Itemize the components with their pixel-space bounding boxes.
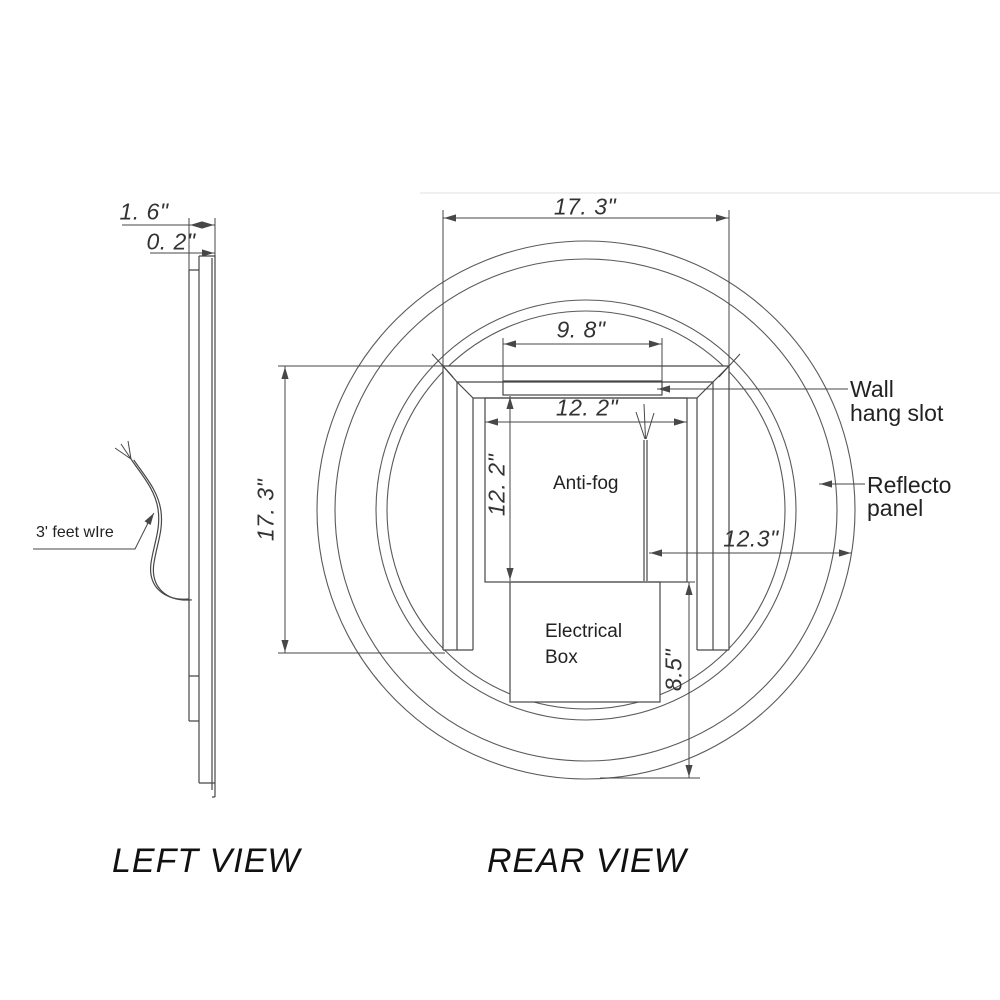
electrical-box-label-line1: Electrical [545, 621, 623, 642]
reflector-panel-label-line2: panel [867, 495, 924, 521]
electrical-box-label-line2: Box [545, 647, 578, 668]
left-bracket [442, 366, 474, 651]
wire-label: 3' feet wIre [36, 524, 114, 541]
wall-hang-slot-label-line2: hang slot [850, 400, 944, 426]
reflector-panel-label-line1: Reflecto [867, 472, 952, 498]
dim-panel-width: 12. 2" [555, 394, 619, 421]
right-bracket [696, 366, 730, 651]
dim-side-height: 17. 3" [252, 478, 279, 542]
anti-fog-label: Anti-fog [553, 473, 619, 494]
dim-box-to-bottom: 8.5" [660, 648, 687, 692]
wire-strands [114, 440, 132, 460]
rear-wire [643, 440, 648, 581]
wall-hang-slot-label-line1: Wall [850, 376, 894, 402]
power-wire-2 [133, 459, 192, 601]
wire-leader-line [33, 520, 150, 550]
dim-total-depth: 1. 6" [119, 198, 169, 225]
dim-top-width: 17. 3" [553, 193, 617, 220]
left-view-caption: LEFT VIEW [112, 842, 301, 880]
dim-glass-thickness: 0. 2" [146, 228, 196, 255]
dim-panel-height: 12. 2" [483, 453, 510, 517]
wire-leader-arrow [144, 512, 155, 526]
left-view-drawing [33, 218, 216, 798]
rear-view-caption: REAR VIEW [487, 842, 687, 880]
mirror-outline-circles [316, 240, 856, 780]
dim-slot-width: 9. 8" [556, 316, 606, 343]
power-wire [130, 458, 190, 600]
electrical-box [509, 581, 661, 703]
rear-view-drawing [278, 210, 865, 780]
dim-wire-to-edge: 12.3" [723, 525, 779, 552]
